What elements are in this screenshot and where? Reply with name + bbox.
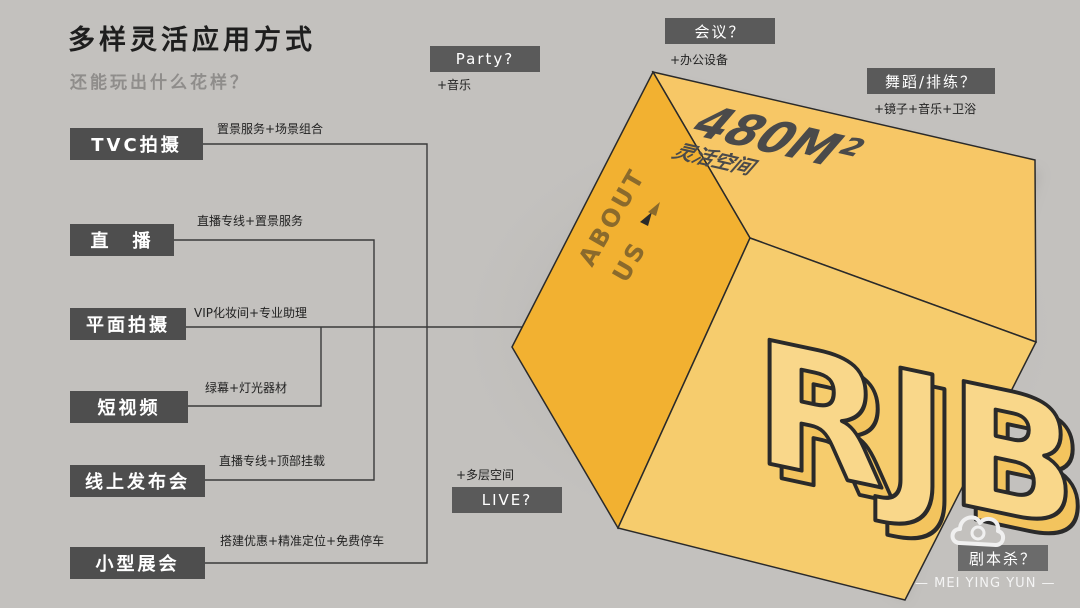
service-box-short-video[interactable]: 短视频: [70, 391, 188, 423]
cloud-logo-icon: [950, 515, 1005, 547]
tag-note-live: +多层空间: [456, 468, 515, 482]
tag-label: 剧本杀？: [968, 549, 1037, 568]
service-note-short-video: 绿幕+灯光器材: [205, 381, 288, 395]
tag-note-party: +音乐: [437, 78, 472, 92]
tag-dance[interactable]: 舞蹈/排练？: [867, 68, 995, 94]
tag-live[interactable]: LIVE?: [452, 487, 562, 513]
service-label: TVC拍摄: [91, 135, 182, 156]
service-box-tvc[interactable]: TVC拍摄: [70, 128, 203, 160]
service-label: 直 播: [90, 231, 154, 252]
tag-note-dance: +镜子+音乐+卫浴: [874, 102, 977, 116]
service-box-expo[interactable]: 小型展会: [70, 547, 205, 579]
tag-label: 舞蹈/排练？: [884, 72, 978, 91]
page-subtitle: 还能玩出什么花样？: [70, 73, 250, 93]
brand-text: — MEI YING YUN —: [915, 576, 1056, 591]
cube-right-face: [616, 237, 1038, 601]
service-box-live[interactable]: 直 播: [70, 224, 174, 256]
tag-note-meeting: +办公设备: [670, 53, 729, 67]
service-label: 小型展会: [95, 554, 180, 575]
service-note-launch: 直播专线+顶部挂载: [219, 454, 326, 468]
service-note-print: VIP化妆间+专业助理: [194, 306, 308, 320]
tag-label: LIVE?: [481, 491, 533, 509]
service-box-print[interactable]: 平面拍摄: [70, 308, 186, 340]
tag-party[interactable]: Party?: [430, 46, 540, 72]
cube-monogram: RJB RJB: [752, 300, 1080, 586]
service-label: 短视频: [97, 398, 161, 419]
arrow-icon: [640, 212, 652, 226]
service-note-tvc: 置景服务+场景组合: [217, 122, 324, 136]
service-box-launch[interactable]: 线上发布会: [70, 465, 205, 497]
tag-label: 会议？: [694, 22, 746, 41]
arrow-icon: [648, 202, 660, 216]
service-note-expo: 搭建优惠+精准定位+免费停车: [220, 534, 385, 548]
service-label: 线上发布会: [85, 472, 190, 493]
service-note-live: 直播专线+置景服务: [197, 214, 304, 228]
service-label: 平面拍摄: [86, 315, 170, 336]
page-title: 多样灵活应用方式: [68, 25, 316, 56]
tag-script-murder[interactable]: 剧本杀？: [958, 545, 1048, 571]
tag-label: Party?: [455, 50, 515, 68]
tag-meeting[interactable]: 会议？: [665, 18, 775, 44]
